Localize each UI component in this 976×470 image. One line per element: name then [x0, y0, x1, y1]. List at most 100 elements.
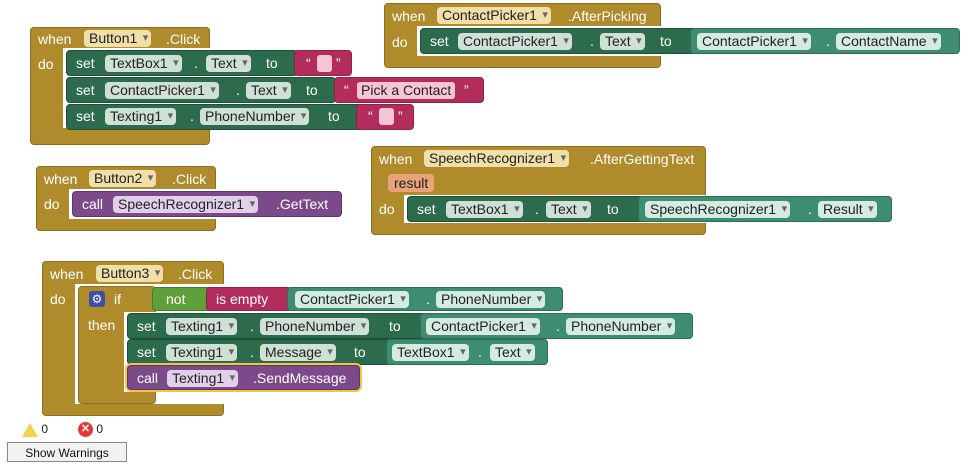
text-property-dropdown[interactable]: Text — [490, 344, 535, 361]
click-event-label: .Click — [166, 31, 201, 47]
contactpicker1-component-dropdown[interactable]: ContactPicker1 — [426, 318, 540, 335]
empty-string-value[interactable] — [317, 55, 332, 72]
dot-label: . — [556, 318, 560, 334]
contactpicker1-component-dropdown[interactable]: ContactPicker1 — [458, 33, 572, 50]
button3-component-dropdown[interactable]: Button3 — [96, 265, 164, 282]
do-label: do — [50, 291, 66, 307]
gettext-method-label: .GetText — [276, 196, 329, 212]
message-property-dropdown[interactable]: Message — [260, 344, 336, 361]
pick-a-contact-string-value[interactable]: Pick a Contact — [357, 82, 456, 99]
to-label: to — [660, 33, 672, 49]
textbox1-component-dropdown[interactable]: TextBox1 — [105, 55, 182, 72]
gear-icon[interactable]: ⚙ — [89, 291, 105, 307]
click-event-label: .Click — [172, 171, 207, 187]
when-label: when — [50, 266, 84, 282]
dot-label: . — [826, 33, 830, 49]
dot-label: . — [194, 55, 198, 71]
sendmessage-method-label: .SendMessage — [253, 370, 347, 386]
warning-icon — [22, 422, 38, 437]
phonenumber-property-dropdown[interactable]: PhoneNumber — [260, 318, 370, 335]
text-property-dropdown[interactable]: Text — [246, 82, 291, 99]
set-label: set — [76, 108, 95, 124]
to-label: to — [328, 108, 340, 124]
is-empty-text-block[interactable] — [206, 287, 292, 311]
result-parameter[interactable]: result — [388, 174, 435, 192]
call-texting1-sendmessage-block[interactable] — [127, 365, 360, 390]
dot-label: . — [590, 33, 594, 49]
set-label: set — [76, 82, 95, 98]
warning-count: 0 — [41, 422, 49, 436]
speechrecognizer1-component-dropdown[interactable]: SpeechRecognizer1 — [113, 196, 259, 213]
contactname-property-dropdown[interactable]: ContactName — [836, 33, 941, 50]
to-label: to — [306, 82, 318, 98]
if-label: if — [114, 291, 121, 307]
textbox1-component-dropdown[interactable]: TextBox1 — [392, 344, 469, 361]
dot-label: . — [535, 201, 539, 217]
empty-string-value[interactable] — [379, 108, 394, 125]
result-property-dropdown[interactable]: Result — [818, 201, 877, 218]
open-quote: “ — [344, 82, 349, 98]
textbox1-component-dropdown[interactable]: TextBox1 — [446, 201, 523, 218]
do-label: do — [379, 201, 395, 217]
set-label: set — [137, 344, 156, 360]
contactpicker1-event-component-dropdown[interactable]: ContactPicker1 — [437, 7, 551, 24]
contactpicker1-component-dropdown[interactable]: ContactPicker1 — [697, 33, 811, 50]
to-label: to — [607, 201, 619, 217]
not-label: not — [166, 291, 186, 307]
set-label: set — [417, 201, 436, 217]
when-label: when — [392, 8, 426, 24]
call-label: call — [137, 370, 159, 386]
text-property-dropdown[interactable]: Text — [546, 201, 591, 218]
open-quote: “ — [368, 108, 373, 124]
phonenumber-property-dropdown[interactable]: PhoneNumber — [566, 318, 676, 335]
when-label: when — [38, 31, 72, 47]
then-label: then — [88, 317, 116, 333]
phonenumber-property-dropdown[interactable]: PhoneNumber — [200, 108, 310, 125]
to-label: to — [266, 55, 278, 71]
click-event-label: .Click — [178, 266, 213, 282]
to-label: to — [354, 344, 366, 360]
set-textbox1-text-block[interactable] — [66, 50, 298, 76]
close-quote: ” — [336, 55, 341, 71]
button1-component-dropdown[interactable]: Button1 — [84, 30, 152, 47]
error-icon: ✕ — [78, 422, 93, 438]
do-label: do — [392, 34, 408, 50]
dot-label: . — [250, 344, 254, 360]
error-count: 0 — [96, 422, 104, 436]
close-quote: ” — [464, 82, 469, 98]
close-quote: ” — [398, 108, 403, 124]
call-label: call — [82, 196, 104, 212]
texting1-component-dropdown[interactable]: Texting1 — [167, 370, 239, 387]
contactpicker1-component-dropdown[interactable]: ContactPicker1 — [105, 82, 219, 99]
do-label: do — [44, 196, 60, 212]
texting1-component-dropdown[interactable]: Texting1 — [166, 344, 238, 361]
text-property-dropdown[interactable]: Text — [206, 55, 251, 72]
dot-label: . — [426, 291, 430, 307]
to-label: to — [389, 318, 401, 334]
texting1-component-dropdown[interactable]: Texting1 — [166, 318, 238, 335]
when-label: when — [379, 151, 413, 167]
set-label: set — [137, 318, 156, 334]
contactpicker1-component-dropdown[interactable]: ContactPicker1 — [295, 291, 409, 308]
dot-label: . — [236, 82, 240, 98]
dot-label: . — [478, 344, 482, 360]
afterpicking-event-label: .AfterPicking — [568, 8, 647, 24]
set-label: set — [76, 55, 95, 71]
set-label: set — [430, 33, 449, 49]
warnings-indicator: 0 — [22, 422, 48, 437]
show-warnings-button[interactable]: Show Warnings — [7, 442, 127, 462]
dot-label: . — [250, 318, 254, 334]
is-empty-label: is empty — [216, 291, 269, 307]
do-label: do — [38, 56, 54, 72]
dot-label: . — [808, 201, 812, 217]
open-quote: “ — [306, 55, 311, 71]
text-property-dropdown[interactable]: Text — [600, 33, 645, 50]
speechrecognizer1-event-component-dropdown[interactable]: SpeechRecognizer1 — [424, 150, 570, 167]
errors-indicator: ✕ 0 — [78, 422, 104, 438]
speechrecognizer1-component-dropdown[interactable]: SpeechRecognizer1 — [645, 201, 791, 218]
not-logic-block[interactable] — [152, 287, 212, 311]
button2-component-dropdown[interactable]: Button2 — [89, 170, 157, 187]
aftergettingtext-event-label: .AfterGettingText — [590, 151, 695, 167]
texting1-component-dropdown[interactable]: Texting1 — [105, 108, 177, 125]
phonenumber-property-dropdown[interactable]: PhoneNumber — [436, 291, 546, 308]
